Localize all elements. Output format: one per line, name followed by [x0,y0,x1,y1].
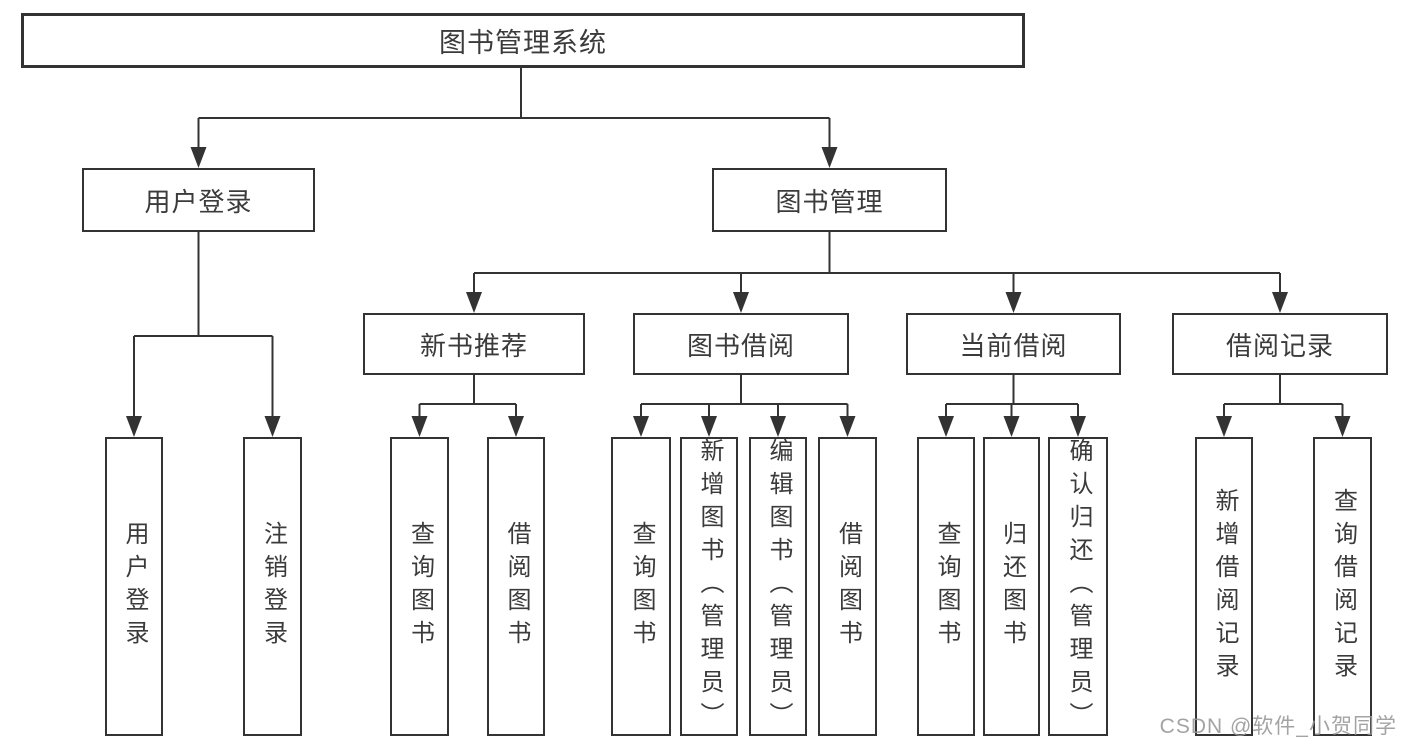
node-borrowing-records: 借阅记录 [1172,313,1388,375]
node-label: 归还图书 [998,520,1026,653]
node-label: 借阅记录 [1225,330,1334,361]
node-label: 图书管理 [775,186,884,217]
node-new-book-recommend: 新书推荐 [363,313,585,375]
node-leaf-add-borrow-record: 新增借阅记录 [1195,437,1253,736]
node-leaf-query-books-recommend: 查询图书 [390,437,449,736]
arrowhead-icons [126,147,1351,437]
node-label: 新增借阅记录 [1211,487,1238,686]
node-label: 用户登录 [144,186,253,217]
node-leaf-confirm-return-admin: 确认归还（管理员） [1048,437,1108,736]
node-label: 查询图书 [933,520,960,653]
node-label: 编辑图书（管理员） [765,438,792,735]
node-label: 借阅图书 [503,520,530,653]
node-label: 注销登录 [259,520,287,653]
node-leaf-query-borrow-record: 查询借阅记录 [1313,437,1372,736]
node-label: 图书管理系统 [439,28,607,58]
node-label: 新书推荐 [419,330,528,361]
node-label: 确认归还（管理员） [1065,438,1092,735]
node-label: 当前借阅 [959,330,1068,361]
node-leaf-query-books-current: 查询图书 [917,437,975,736]
node-label: 新增图书（管理员） [696,438,723,735]
node-leaf-edit-book-admin: 编辑图书（管理员） [749,437,807,736]
node-book-borrowing: 图书借阅 [633,313,849,375]
node-book-management-system: 图书管理系统 [21,13,1025,68]
node-leaf-logout: 注销登录 [243,437,302,736]
node-leaf-add-book-admin: 新增图书（管理员） [680,437,738,736]
watermark-text: CSDN @软件_小贺同学 [1159,715,1397,738]
node-label: 查询借阅记录 [1329,487,1357,686]
node-leaf-user-login: 用户登录 [105,437,163,736]
node-leaf-return-books: 归还图书 [983,437,1040,736]
node-label: 查询图书 [406,520,434,653]
node-label: 图书借阅 [686,330,795,361]
node-current-borrowing: 当前借阅 [906,313,1121,375]
node-leaf-borrow-books: 借阅图书 [818,437,877,736]
node-leaf-borrow-books-recommend: 借阅图书 [487,437,545,736]
node-label: 借阅图书 [834,520,862,653]
node-leaf-query-books-borrowing: 查询图书 [611,437,671,736]
node-label: 查询图书 [628,520,655,653]
node-label: 用户登录 [121,520,148,653]
node-book-management: 图书管理 [712,168,947,232]
node-user-login: 用户登录 [82,168,315,232]
